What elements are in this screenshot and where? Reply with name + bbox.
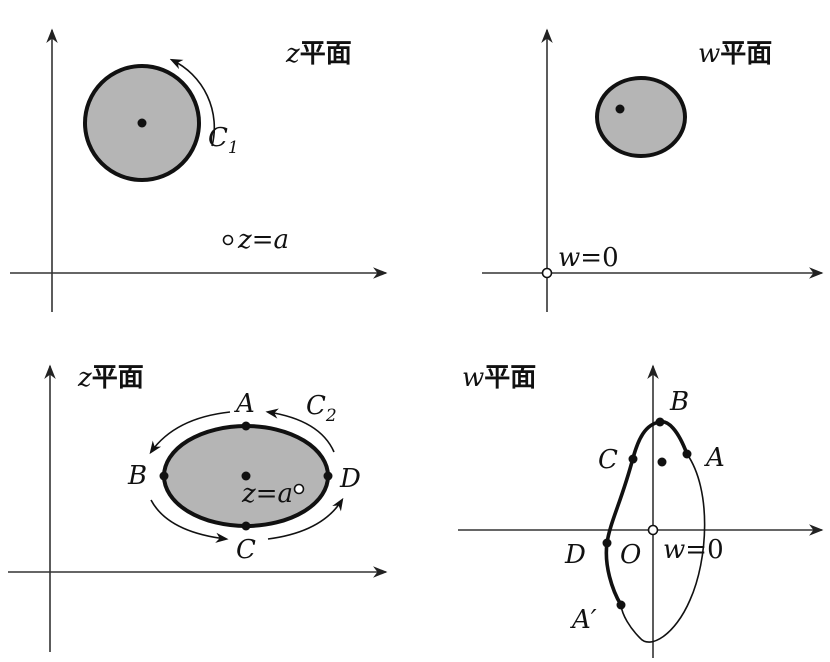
image-point-c — [628, 454, 638, 464]
label-b: B — [127, 461, 147, 491]
point-label-z-eq-a: z=a — [237, 225, 289, 255]
plane-title: w平面 — [462, 363, 536, 393]
panel-top-left-z-plane: C1 z平面 z=a — [10, 28, 388, 312]
contour-direction-arrow — [169, 58, 216, 147]
arrow-d-to-a — [265, 408, 335, 453]
contour-label-c2: C2 — [306, 391, 337, 426]
label-c: C — [236, 535, 256, 565]
panel-bottom-left-z-plane: A B C D C2 z平面 z=a — [8, 363, 388, 652]
image-point-a-prime — [616, 600, 626, 610]
label-origin-o: O — [620, 540, 641, 570]
image-curve-thin — [620, 453, 706, 643]
contour-label-c1: C1 — [208, 123, 239, 158]
label-a-prime: A′ — [570, 605, 597, 635]
center-point — [241, 471, 251, 481]
boundary-point-b — [159, 471, 169, 481]
label-d: D — [564, 540, 586, 570]
panel-top-right-w-plane: w平面 w=0 — [482, 28, 824, 312]
label-c: C — [598, 445, 618, 475]
image-point-b — [655, 417, 665, 427]
label-a: A — [234, 389, 255, 419]
point-label-z-eq-a: z=a — [241, 479, 293, 509]
image-disk-region — [595, 76, 687, 158]
boundary-point-c — [241, 521, 251, 531]
plane-title: z平面 — [77, 363, 144, 393]
image-center-point — [657, 457, 667, 467]
arrow-b-to-c — [150, 499, 229, 543]
label-b: B — [669, 387, 689, 417]
center-point — [137, 118, 147, 128]
singular-point-a — [293, 483, 305, 495]
origin-label-w-eq-0: w=0 — [558, 243, 619, 273]
arrow-a-to-b — [149, 411, 231, 455]
image-curve-thick — [604, 420, 689, 606]
image-point — [615, 104, 625, 114]
label-d: D — [339, 464, 361, 494]
arrow-c-to-d — [267, 497, 344, 540]
boundary-point-a — [241, 421, 251, 431]
boundary-point-d — [323, 471, 333, 481]
image-point-d — [602, 538, 612, 548]
origin-point — [647, 524, 659, 536]
label-a: A — [704, 443, 725, 473]
origin-label-w-eq-0: w=0 — [663, 535, 724, 565]
singular-point-a — [222, 234, 234, 246]
panel-bottom-right-w-plane: A B C D A′ O w=0 w平面 — [458, 363, 824, 658]
origin-point — [541, 267, 553, 279]
image-point-a — [682, 449, 692, 459]
plane-title: z平面 — [285, 39, 352, 69]
plane-title: w平面 — [698, 39, 772, 69]
